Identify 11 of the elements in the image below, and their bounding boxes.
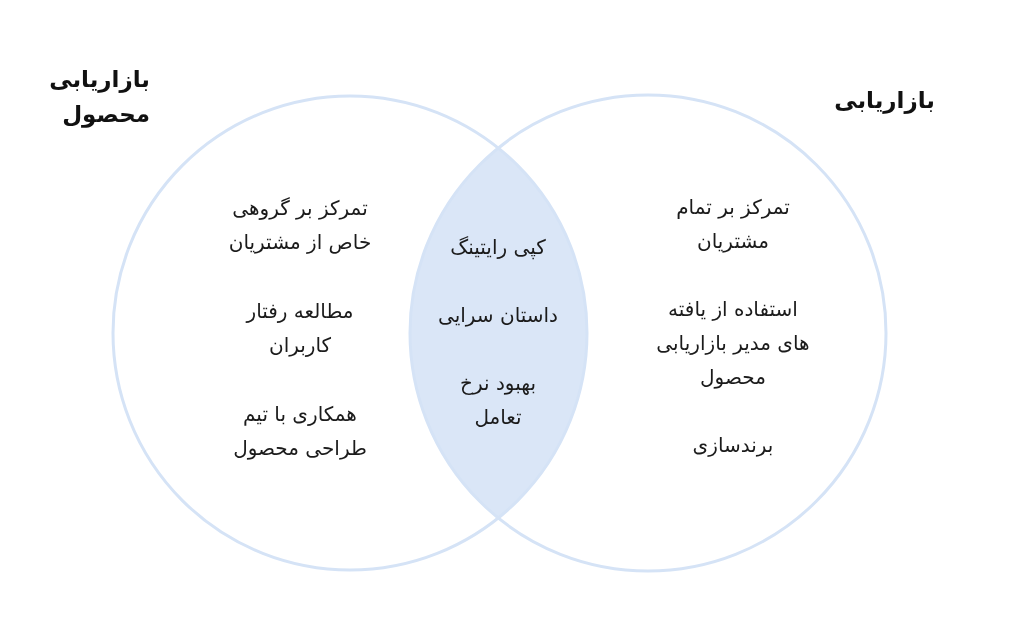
item-text: داستان سرایی xyxy=(438,302,558,329)
item-text: کپی رایتینگ xyxy=(450,234,546,262)
item-text: برندسازی xyxy=(692,432,774,459)
item-text: همکاری با تیم طراحی محصول xyxy=(232,401,368,462)
item-text: مطالعه رفتار کاربران xyxy=(244,298,355,359)
item-text: تمرکز بر گروهی خاص از مشتریان xyxy=(227,195,373,256)
item-text: استفاده از یافته های مدیر بازاریابی محصول xyxy=(655,296,811,391)
category-heading: بازاریابی xyxy=(833,86,935,116)
item-text: بهبود نرخ تعامل xyxy=(459,370,537,431)
item-text: تمرکز بر تمام مشتریان xyxy=(675,194,791,255)
category-heading: بازاریابی محصول xyxy=(48,65,150,130)
